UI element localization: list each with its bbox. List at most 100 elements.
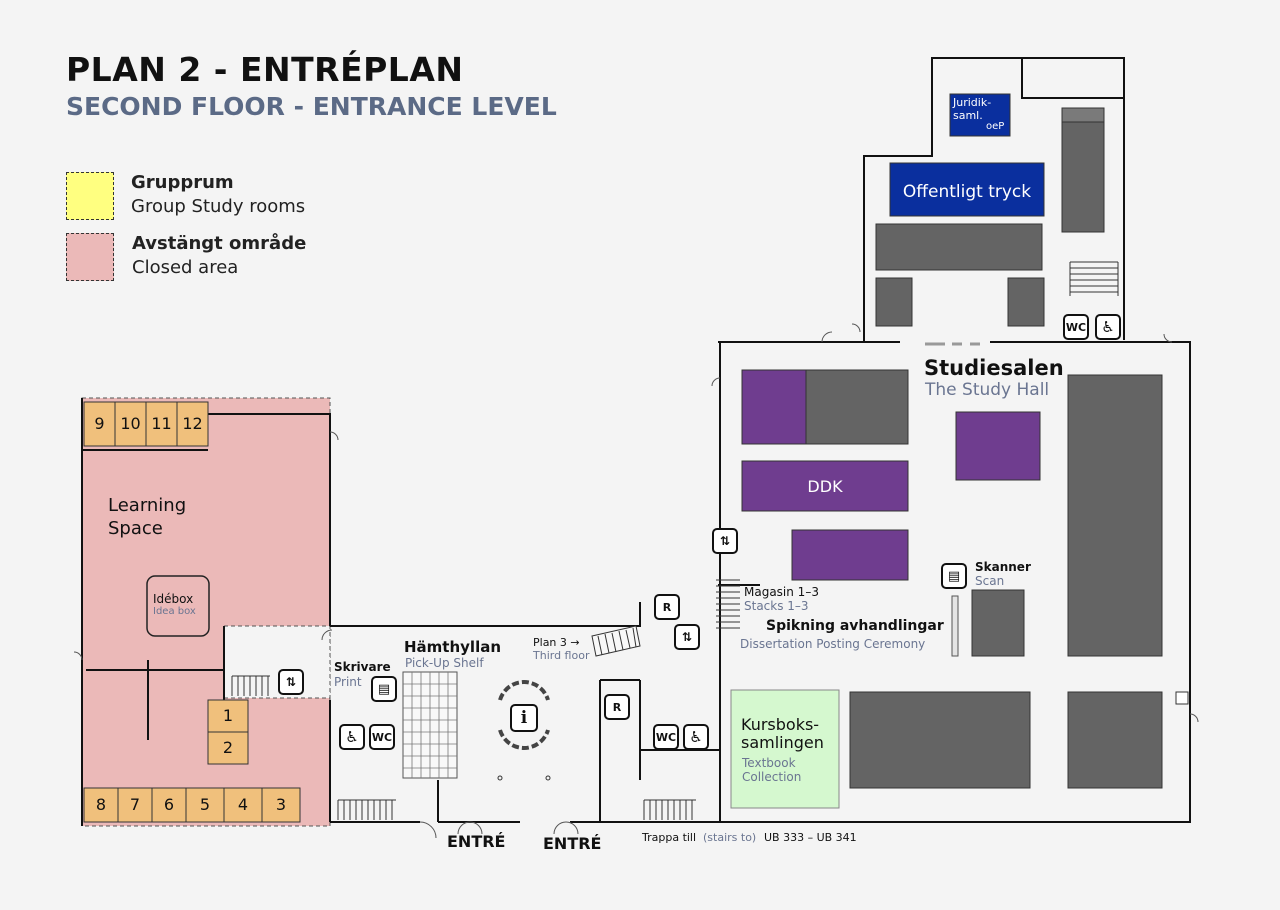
shelf-purple-right bbox=[955, 411, 1041, 481]
room-2: 2 bbox=[222, 738, 234, 757]
hamthyllan-label: Hämthyllan bbox=[404, 638, 502, 656]
plan3-label: Plan 3 → bbox=[533, 636, 580, 649]
ddk-label: DDK bbox=[807, 477, 843, 496]
ddk-shelf bbox=[741, 460, 909, 512]
room-5: 5 bbox=[199, 795, 211, 814]
wheelchair-icon-right: ♿ bbox=[683, 724, 709, 750]
spikning-label: Spikning avhandlingar bbox=[766, 618, 944, 634]
stairs-bottom bbox=[337, 261, 1119, 820]
legend-group-rooms-sv: Grupprum bbox=[131, 172, 234, 193]
magasin-label: Magasin 1–3 bbox=[744, 585, 819, 599]
wc-icon-right: WC bbox=[653, 724, 679, 750]
group-rooms-bottom bbox=[83, 787, 301, 823]
stairs-stacks bbox=[716, 579, 740, 629]
shelf-purple-small bbox=[741, 369, 807, 445]
page-title: PLAN 2 - ENTRÉPLAN bbox=[66, 50, 464, 89]
terminal-icon-bottom: R bbox=[604, 694, 630, 720]
room-12: 12 bbox=[182, 414, 203, 433]
scanner-icon: ▤ bbox=[941, 563, 967, 589]
dissertation-label: Dissertation Posting Ceremony bbox=[740, 637, 926, 651]
stacks-label: Stacks 1–3 bbox=[744, 599, 809, 613]
third-floor-label: Third floor bbox=[533, 649, 590, 662]
legend-closed-sv: Avstängt område bbox=[132, 233, 307, 254]
legend-swatch-group-rooms bbox=[66, 172, 114, 220]
juridik-line3: oeP bbox=[986, 121, 1005, 132]
wheelchair-icon-left: ♿ bbox=[339, 724, 365, 750]
legend-group-rooms-en: Group Study rooms bbox=[131, 196, 306, 217]
group-rooms-middle bbox=[207, 699, 249, 765]
juridik-shelf bbox=[949, 93, 1011, 137]
trappa-label: Trappa till bbox=[642, 831, 697, 844]
shelf-north-wide bbox=[875, 223, 1043, 271]
entre-right-label: ENTRÉ bbox=[543, 834, 602, 853]
room-1: 1 bbox=[222, 706, 234, 725]
page-subtitle: SECOND FLOOR - ENTRANCE LEVEL bbox=[66, 92, 557, 121]
shelf-north-small-left bbox=[875, 277, 913, 327]
entre-left-label: ENTRÉ bbox=[447, 832, 506, 851]
shelf-grey-bottom-right bbox=[1067, 691, 1163, 789]
closed-area bbox=[81, 397, 331, 827]
elevator-icon-left: ⇅ bbox=[278, 669, 304, 695]
room-8: 8 bbox=[95, 795, 107, 814]
idebox-outline bbox=[146, 575, 210, 637]
juridik-line1: Juridik- bbox=[953, 96, 992, 109]
shelf-purple-lower bbox=[791, 529, 909, 581]
shelf-north-tall-top bbox=[1061, 107, 1105, 123]
lobby-walls bbox=[329, 602, 720, 823]
shelf-grey-right-tall bbox=[1067, 374, 1163, 657]
learning-space-line2: Space bbox=[108, 518, 163, 539]
offentligt-tryck-label: Offentligt tryck bbox=[902, 182, 1032, 202]
shelf-grey-scan bbox=[971, 589, 1025, 657]
corner-box bbox=[1175, 691, 1189, 705]
info-desk bbox=[497, 680, 551, 781]
wc-icon-north: WC bbox=[1063, 314, 1089, 340]
shelf-grey-top bbox=[805, 369, 909, 445]
print-label: Print bbox=[334, 675, 362, 689]
wheelchair-icon-north: ♿ bbox=[1095, 314, 1121, 340]
legend-closed-en: Closed area bbox=[132, 257, 239, 278]
kursbok-line1: Kursboks- bbox=[741, 715, 820, 734]
studiesalen-label: Studiesalen bbox=[924, 356, 1064, 380]
juridik-line2: saml. bbox=[953, 109, 983, 122]
shelf-north-small-right bbox=[1007, 277, 1045, 327]
stairs-left bbox=[231, 675, 270, 696]
dissertation-board bbox=[951, 595, 959, 657]
kursbok-line2: samlingen bbox=[741, 733, 824, 752]
elevator-icon-stacks: ⇅ bbox=[712, 528, 738, 554]
study-hall-label: The Study Hall bbox=[925, 380, 1050, 400]
learning-space-line1: Learning bbox=[108, 495, 187, 516]
room-4: 4 bbox=[237, 795, 249, 814]
stairs-plan3 bbox=[591, 625, 641, 657]
group-rooms-top bbox=[83, 401, 209, 447]
idebox-label-en: Idea box bbox=[153, 606, 196, 617]
room-3: 3 bbox=[275, 795, 287, 814]
room-7: 7 bbox=[129, 795, 141, 814]
room-11: 11 bbox=[151, 414, 172, 433]
room-9: 9 bbox=[94, 414, 105, 433]
skanner-label: Skanner bbox=[975, 560, 1031, 574]
pick-up-shelf-label: Pick-Up Shelf bbox=[405, 656, 484, 670]
pick-up-shelf-grid bbox=[402, 671, 458, 779]
corridor-area bbox=[223, 625, 331, 699]
kursbok-shelf bbox=[730, 689, 840, 809]
textbook-line2: Collection bbox=[742, 770, 802, 784]
scan-label: Scan bbox=[975, 574, 1005, 588]
north-wing-walls bbox=[863, 57, 1125, 342]
info-icon: i bbox=[510, 704, 538, 732]
wc-icon-left: WC bbox=[369, 724, 395, 750]
room-10: 10 bbox=[120, 414, 141, 433]
offentligt-tryck-shelf bbox=[889, 162, 1045, 217]
shelf-grey-bottom-wide bbox=[849, 691, 1031, 789]
ub-rooms-label: UB 333 – UB 341 bbox=[764, 831, 857, 844]
terminal-icon-top: R bbox=[654, 594, 680, 620]
textbook-line1: Textbook bbox=[742, 756, 796, 770]
study-hall-walls bbox=[718, 341, 1191, 823]
printer-icon: ▤ bbox=[371, 676, 397, 702]
skrivare-label: Skrivare bbox=[334, 660, 391, 674]
room-6: 6 bbox=[163, 795, 175, 814]
elevator-icon-lobby: ⇅ bbox=[674, 624, 700, 650]
idebox-label: Idébox bbox=[153, 592, 194, 606]
stairs-to-label: (stairs to) bbox=[703, 831, 757, 844]
doors bbox=[73, 323, 1199, 839]
